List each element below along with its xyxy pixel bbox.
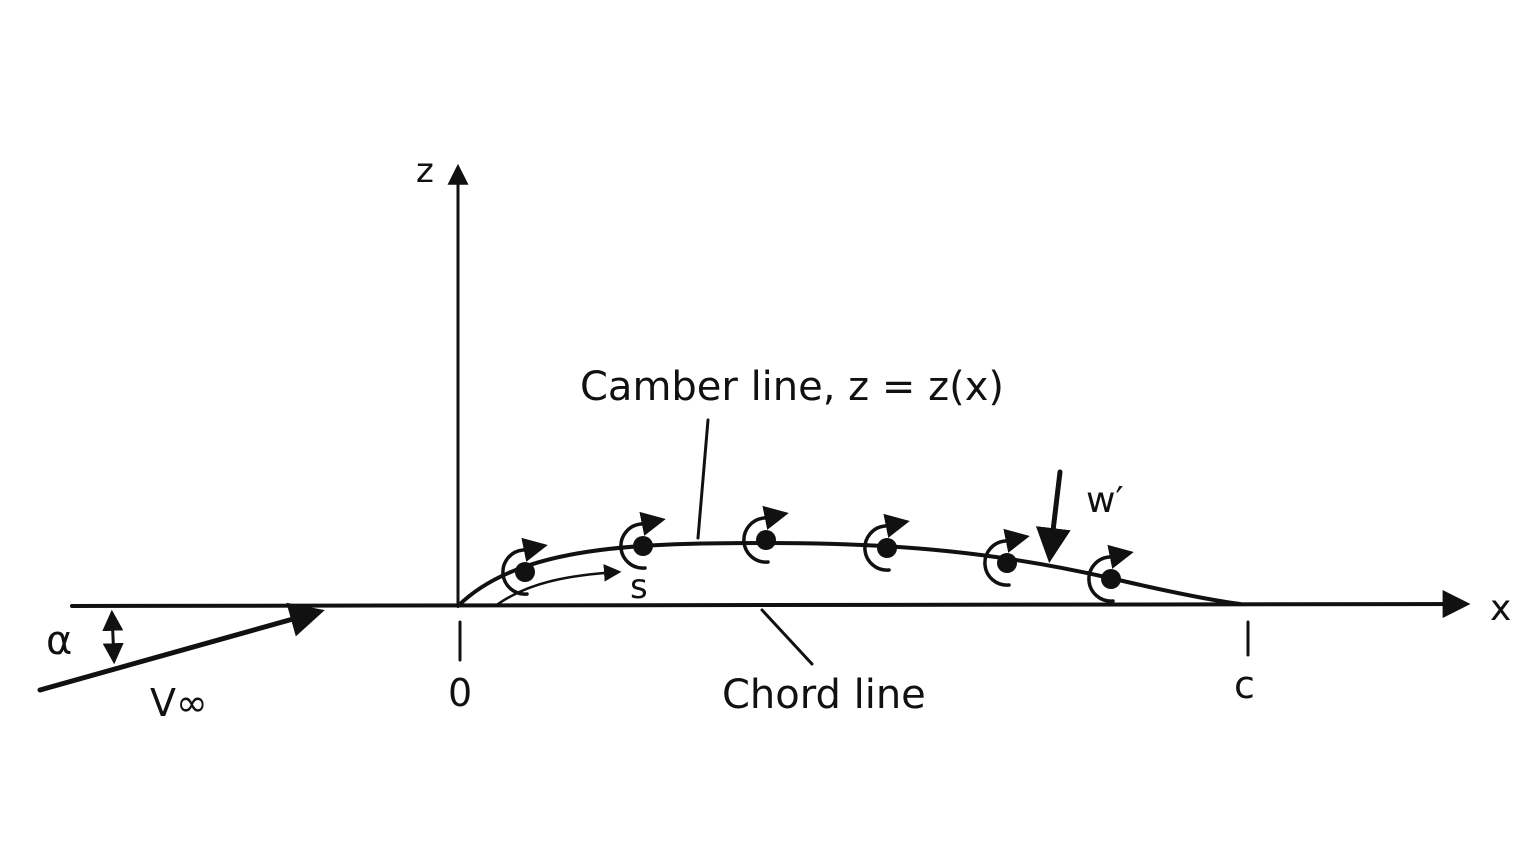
vortex-2	[619, 511, 666, 570]
circulation-arrow	[501, 537, 548, 596]
arc-length-arrow	[496, 564, 622, 606]
vortex-core	[997, 553, 1017, 573]
angle-of-attack-arrow	[102, 609, 124, 665]
vortex-6	[1087, 544, 1134, 603]
vortex-core	[877, 538, 897, 558]
vortex-4	[863, 513, 910, 572]
freestream-arrow	[37, 602, 325, 693]
circulation-arrow	[619, 511, 666, 570]
freestream-label: V∞	[150, 681, 208, 725]
vortex-5	[983, 528, 1030, 587]
arc-length-label: s	[630, 567, 648, 607]
vortex-core	[515, 562, 535, 582]
circulation-arrow	[1087, 544, 1134, 603]
chord-line-label: Chord line	[722, 672, 926, 718]
x-axis	[70, 590, 1471, 619]
induced-velocity-arrow	[1035, 469, 1071, 563]
induced-velocity-label: w′	[1086, 480, 1124, 521]
chord-line-leader	[760, 608, 814, 666]
camber-line-label: Camber line, z = z(x)	[580, 364, 1004, 410]
chord-end-label: c	[1234, 663, 1255, 707]
z-axis-label: z	[416, 151, 434, 191]
vortex-core	[1101, 569, 1121, 589]
vortex-core	[633, 536, 653, 556]
camber-line-leader	[696, 418, 710, 540]
circulation-arrow	[742, 505, 789, 564]
angle-of-attack-label: α	[46, 618, 72, 664]
circulation-arrow	[863, 513, 910, 572]
vortex-group	[501, 505, 1134, 603]
x-axis-label: x	[1490, 588, 1511, 629]
circulation-arrow	[983, 528, 1030, 587]
camber-line	[456, 541, 1242, 608]
vortex-3	[742, 505, 789, 564]
vortex-core	[756, 530, 776, 550]
vortex-1	[501, 537, 548, 596]
origin-label: 0	[448, 671, 472, 715]
